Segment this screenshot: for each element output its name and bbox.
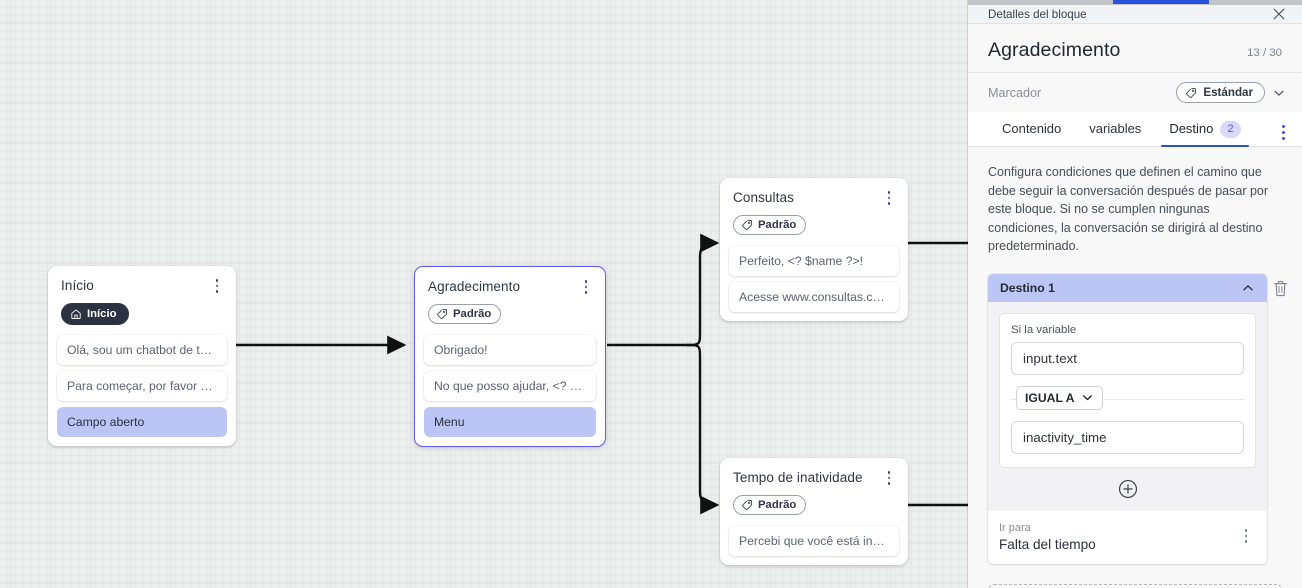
panel-body: Agradecimento 13 / 30 Marcador Estándar — [968, 24, 1302, 588]
node-rows: Percebi que você está inativo. C... — [720, 526, 908, 556]
condition-label: Si la variable — [1011, 323, 1077, 336]
node-title: Início — [61, 278, 94, 293]
node-header: Consultas Padrão — [720, 178, 908, 236]
operator-select[interactable]: IGUAL A — [1016, 385, 1104, 410]
goto-value: Falta del tiempo — [999, 536, 1096, 552]
node-badge[interactable]: Padrão — [428, 304, 502, 324]
node-row[interactable]: No que posso ajudar, <? $name ... — [424, 371, 596, 401]
flow-node-tempo-de-inatividade[interactable]: Tempo de inatividade Padrão Percebi que … — [720, 458, 908, 565]
add-destination-button[interactable]: Agregar destino — [988, 583, 1282, 588]
tab-destino[interactable]: Destino 2 — [1155, 112, 1254, 147]
node-header: Início Início — [48, 266, 236, 325]
tab-label: variables — [1089, 121, 1142, 136]
node-row[interactable]: Menu — [424, 407, 596, 437]
node-badge-label: Padrão — [758, 219, 797, 231]
add-condition-row — [999, 468, 1256, 511]
node-title: Tempo de inatividade — [733, 470, 863, 485]
plus-circle-icon[interactable] — [1118, 479, 1138, 499]
close-icon[interactable] — [1270, 5, 1288, 23]
char-count: 13 / 30 — [1247, 47, 1282, 59]
destination-body: Si la variable input.text IGUAL A — [988, 302, 1267, 511]
destination-1-wrapper: Destino 1 Si la variable input.text — [988, 273, 1289, 564]
panel-scroll-area[interactable]: Configura condiciones que definen el cam… — [968, 147, 1302, 588]
tab-badge-count: 2 — [1220, 120, 1241, 138]
marker-label: Marcador — [988, 85, 1042, 100]
node-rows: Obrigado! No que posso ajudar, <? $name … — [415, 335, 605, 437]
node-badge[interactable]: Padrão — [733, 215, 807, 235]
panel-top-bars — [968, 0, 1302, 5]
tab-label: Destino — [1169, 121, 1214, 136]
node-title: Agradecimento — [428, 279, 521, 294]
node-rows: Perfeito, <? $name ?>! Acesse www.consul… — [720, 246, 908, 312]
node-row[interactable]: Olá, sou um chatbot de teste! — [57, 335, 227, 365]
operator-row: IGUAL A — [1011, 385, 1244, 412]
node-badge-label: Padrão — [758, 499, 797, 511]
destination-card: Destino 1 Si la variable input.text — [988, 273, 1267, 564]
node-row[interactable]: Para começar, por favor digite o ... — [57, 371, 227, 401]
block-title: Agradecimento — [988, 39, 1121, 61]
comparison-value-input[interactable]: inactivity_time — [1011, 420, 1244, 454]
trash-icon[interactable] — [1272, 279, 1289, 298]
goto-menu-button[interactable] — [1238, 526, 1254, 546]
node-row[interactable]: Percebi que você está inativo. C... — [729, 526, 899, 556]
chevron-down-icon — [1083, 395, 1093, 401]
destination-header[interactable]: Destino 1 — [988, 273, 1267, 302]
panel-tabs: Contenido variables Destino 2 — [968, 112, 1302, 147]
variable-input[interactable]: input.text — [1011, 341, 1244, 375]
tab-variables[interactable]: variables — [1075, 112, 1155, 146]
node-title: Consultas — [733, 190, 794, 205]
marker-row: Marcador Estándar — [968, 72, 1302, 112]
panel-header-title: Detalles del bloque — [988, 7, 1087, 21]
node-menu-button[interactable] — [209, 277, 225, 295]
flow-node-consultas[interactable]: Consultas Padrão Perfeito, <? $name ?>! … — [720, 178, 908, 321]
marker-pill-label: Estándar — [1203, 86, 1253, 99]
top-scroll-thumb[interactable] — [1113, 0, 1209, 4]
destination-description: Configura condiciones que definen el cam… — [988, 165, 1269, 253]
flow-node-inicio[interactable]: Início Início Olá, sou um chatbot de tes… — [48, 266, 236, 446]
panel-header: Detalles del bloque — [968, 5, 1302, 24]
node-row[interactable]: Campo aberto — [57, 407, 227, 437]
tag-icon — [1186, 87, 1197, 98]
node-badge-label: Início — [87, 308, 117, 320]
node-header: Tempo de inatividade Padrão — [720, 458, 908, 516]
operator-label: IGUAL A — [1025, 390, 1075, 405]
goto-label: Ir para — [999, 521, 1031, 534]
node-menu-button[interactable] — [578, 278, 594, 296]
chevron-up-icon[interactable] — [1241, 281, 1255, 295]
panel-title-row: Agradecimento 13 / 30 — [968, 24, 1302, 72]
tag-icon — [742, 219, 753, 231]
tab-label: Contenido — [1002, 121, 1062, 136]
node-badge-label: Padrão — [453, 308, 492, 320]
node-menu-button[interactable] — [881, 469, 897, 487]
node-row[interactable]: Perfeito, <? $name ?>! — [729, 246, 899, 276]
node-header: Agradecimento Padrão — [415, 267, 605, 325]
node-badge[interactable]: Padrão — [733, 495, 807, 515]
node-menu-button[interactable] — [881, 189, 897, 207]
chevron-down-icon[interactable] — [1272, 86, 1286, 100]
marker-controls: Estándar — [1176, 82, 1286, 103]
condition-box: Si la variable input.text IGUAL A — [999, 312, 1256, 468]
node-badge[interactable]: Início — [61, 303, 129, 325]
goto-block[interactable]: Ir para Falta del tiempo — [988, 510, 1267, 564]
home-icon — [71, 309, 81, 319]
goto-text: Ir para Falta del tiempo — [999, 521, 1096, 552]
node-rows: Olá, sou um chatbot de teste! Para começ… — [48, 335, 236, 437]
destination-header-label: Destino 1 — [1000, 280, 1055, 295]
tag-icon — [437, 308, 448, 320]
tag-icon — [742, 499, 753, 511]
flow-canvas[interactable]: Início Início Olá, sou um chatbot de tes… — [0, 0, 968, 588]
tab-contenido[interactable]: Contenido — [988, 112, 1075, 146]
node-row[interactable]: Acesse www.consultas.com par... — [729, 282, 899, 312]
node-row[interactable]: Obrigado! — [424, 335, 596, 365]
flow-node-agradecimento[interactable]: Agradecimento Padrão Obrigado! No que po… — [414, 266, 606, 447]
marker-pill-button[interactable]: Estándar — [1176, 82, 1265, 103]
block-details-panel: Detalles del bloque Agradecimento 13 / 3… — [968, 0, 1302, 588]
tabs-overflow-menu[interactable] — [1274, 118, 1292, 146]
